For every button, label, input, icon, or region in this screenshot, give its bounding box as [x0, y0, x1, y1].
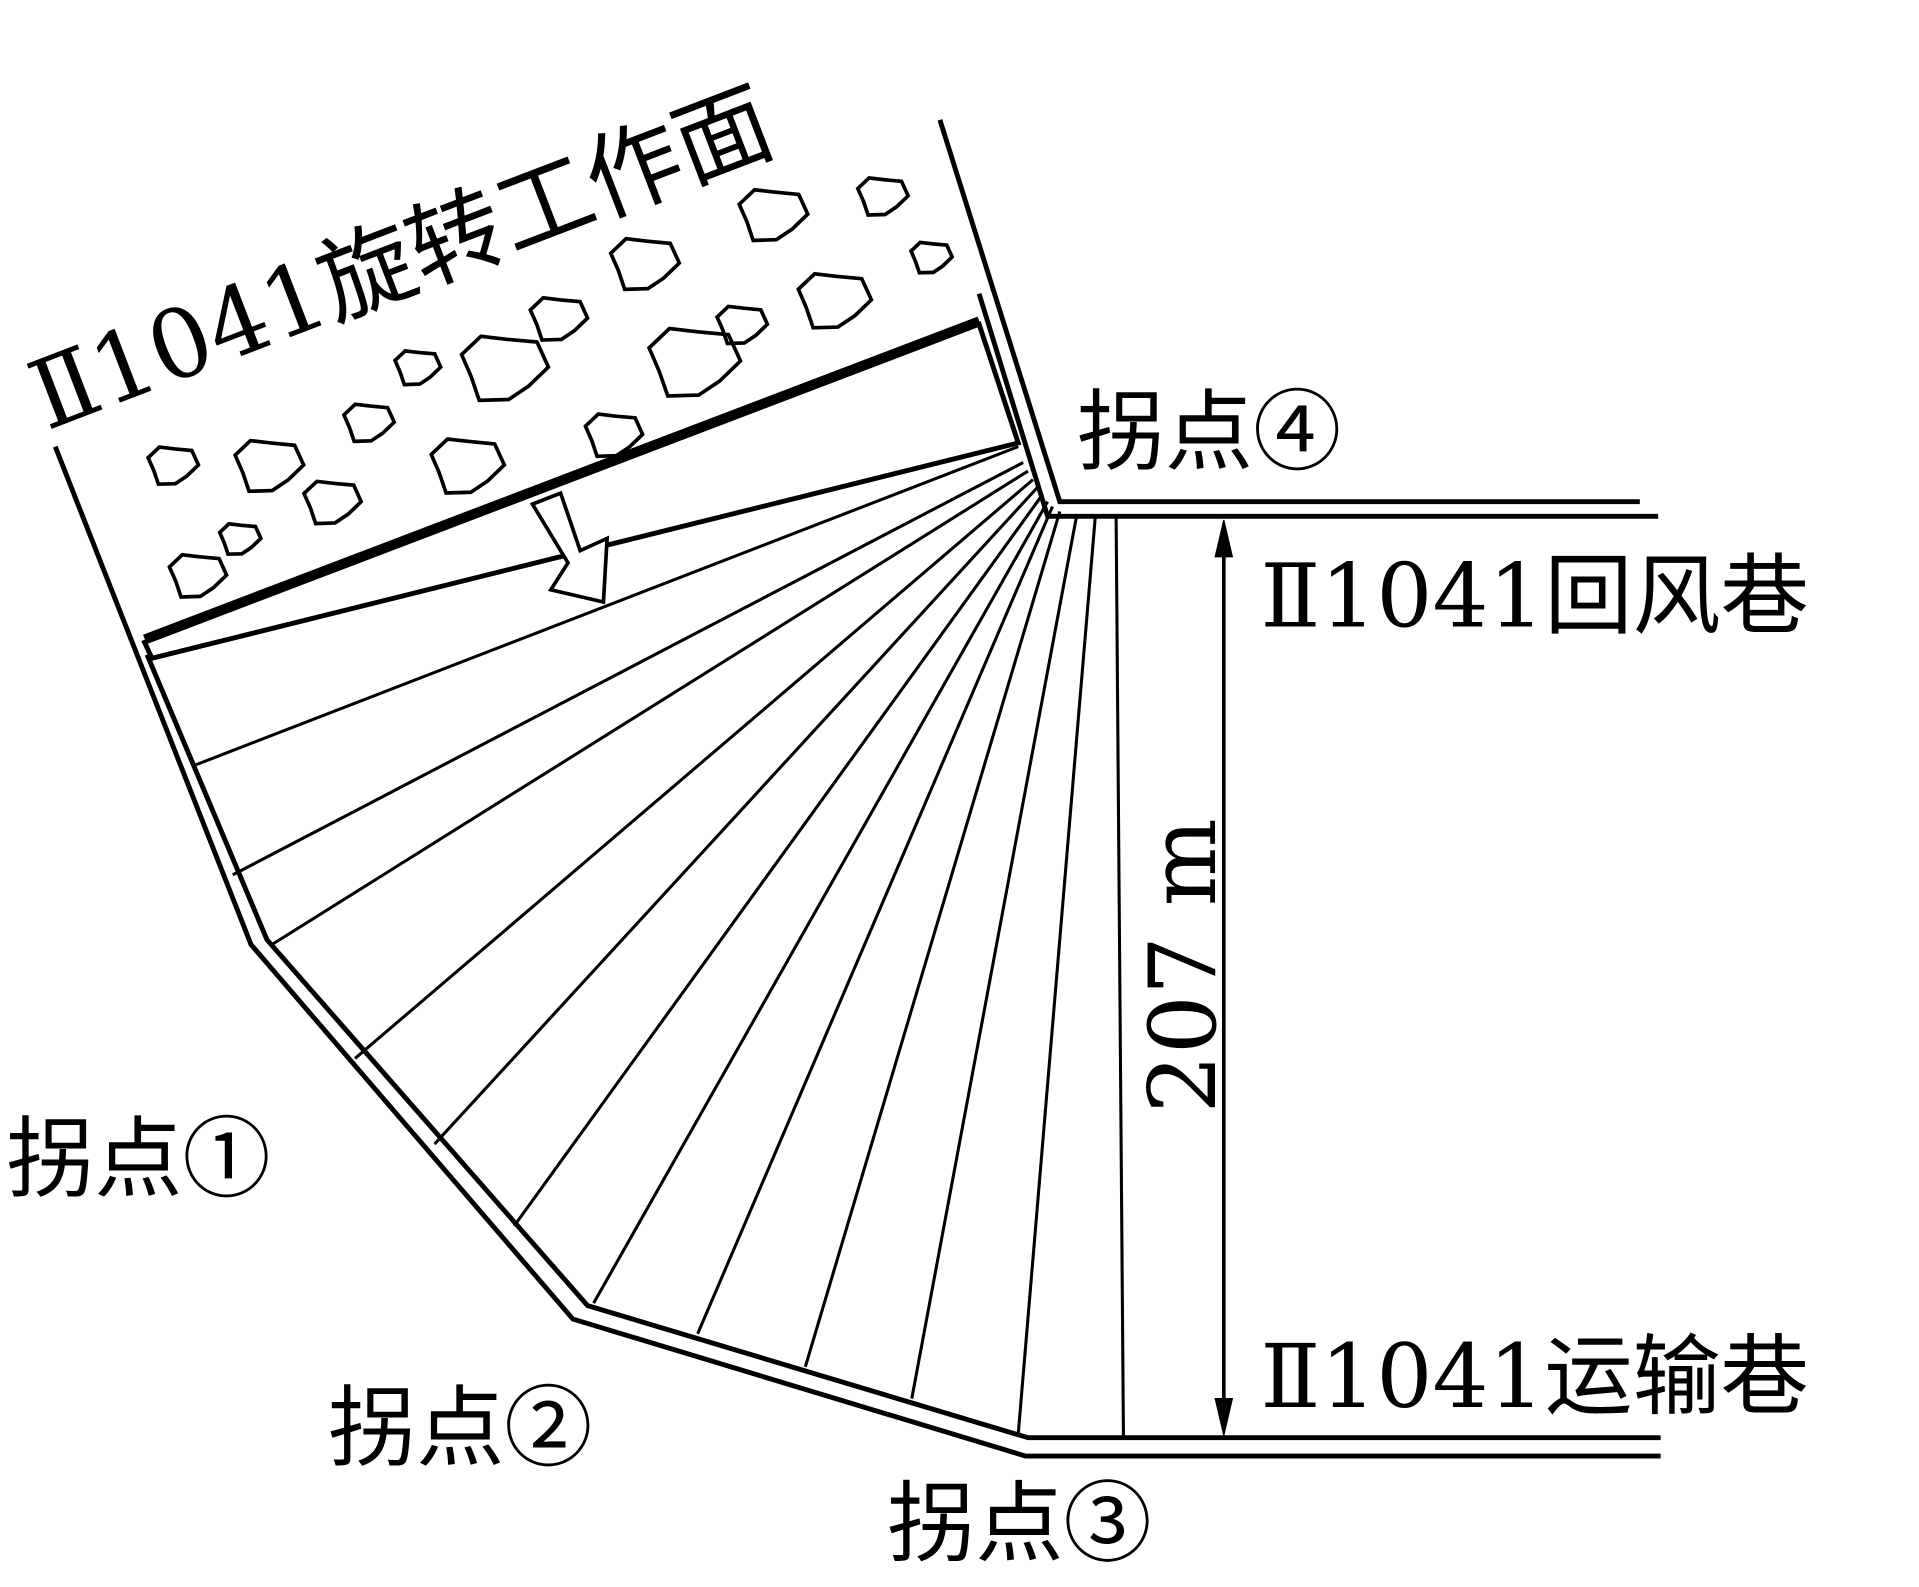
dimension-arrow-bottom [1214, 1397, 1234, 1436]
face-position-line [433, 485, 1039, 1146]
rubble-fragment [908, 240, 955, 275]
rubble-fragment [392, 349, 443, 387]
rubble-fragment [714, 304, 770, 346]
face-position-line [271, 469, 1029, 946]
face-position-line [512, 493, 1044, 1227]
face-position-line [696, 505, 1054, 1335]
face-position-line [803, 511, 1062, 1368]
rubble-fragment [167, 552, 229, 599]
turn-point-4-label: 拐点④ [1077, 381, 1341, 484]
turn-point-2-label: 拐点② [328, 1377, 592, 1480]
goaf-boundary [143, 316, 981, 643]
return-airway-label: Ⅱ1041回风巷 [1261, 544, 1809, 647]
rubble-fragment [796, 271, 874, 330]
rubble-fragment [608, 236, 682, 292]
face-position-line [354, 478, 1034, 1060]
length-label: 207 m [1129, 818, 1237, 1113]
rubble-fragment [341, 402, 397, 444]
rubble-fragment [145, 445, 201, 487]
working-face [141, 321, 1022, 662]
rubble-fragment [855, 175, 911, 217]
rubble-fragment [232, 438, 306, 494]
turn-point-3-label: 拐点③ [887, 1472, 1151, 1575]
face-position-line [592, 500, 1049, 1304]
dimension-arrow-top [1214, 519, 1234, 558]
rubble-fragment [429, 437, 507, 495]
rubble-fragment [737, 187, 810, 243]
upper-roadway-outer-wall [937, 119, 1640, 505]
advance-arrow-icon [529, 490, 610, 605]
face-position-line [195, 445, 1019, 767]
haulage-roadway-label: Ⅱ1041运输巷 [1261, 1325, 1809, 1428]
face-position-line [910, 513, 1079, 1399]
rubble-fragment [583, 412, 645, 459]
lower-roadway-inner-wall [144, 653, 1661, 1441]
turn-point-1-label: 拐点① [6, 1107, 270, 1210]
face-position-line [1114, 516, 1125, 1438]
rubble-fragment [301, 479, 364, 526]
lower-roadway-outer-wall [52, 445, 1661, 1459]
rubble-fragment [459, 334, 551, 403]
face-position-line [1016, 516, 1097, 1435]
face-position-line [231, 461, 1024, 877]
rubble-fragment [217, 521, 264, 557]
face-rotation-positions [195, 445, 1125, 1438]
goaf-rubble [145, 175, 955, 599]
rubble-fragment [528, 295, 590, 342]
rubble-fragment [646, 326, 743, 398]
